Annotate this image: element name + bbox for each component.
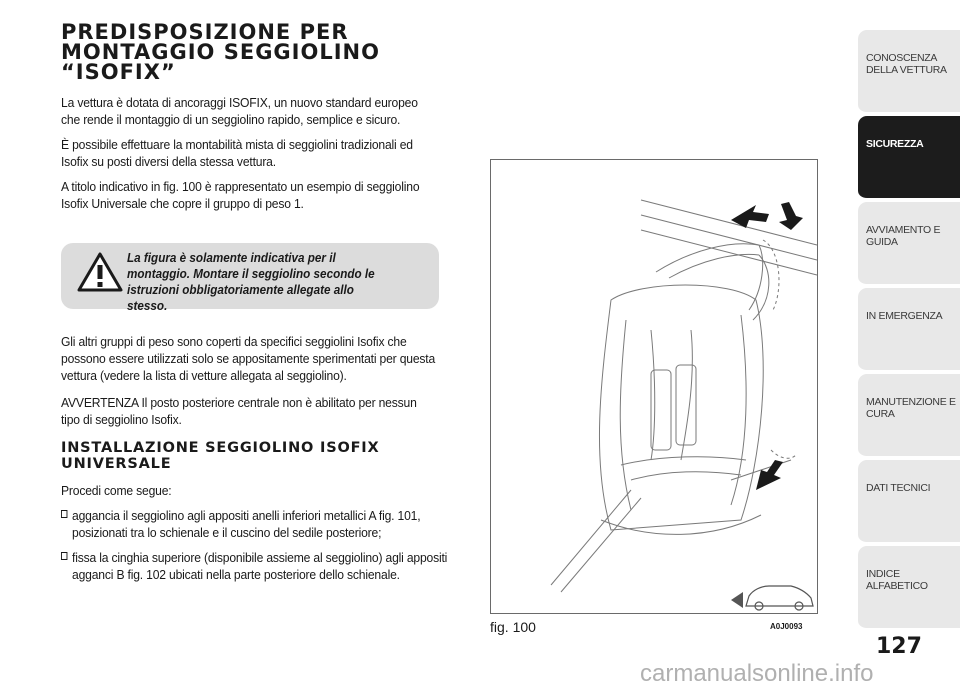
warning-triangle-icon [77,252,123,292]
list-item: fissa la cinghia superiore (disponibile … [61,549,449,583]
tab-conoscenza[interactable]: CONOSCENZA DELLA VETTURA [858,30,960,114]
paragraph: Gli altri gruppi di peso sono coperti da… [61,334,436,383]
tab-avviamento[interactable]: AVVIAMENTO E GUIDA [858,202,960,286]
checkbox-bullet-icon [61,552,68,560]
paragraph: La vettura è dotata di ancoraggi ISOFIX,… [61,95,418,127]
paragraph: A titolo indicativo in fig. 100 è rappre… [61,179,420,211]
list-item-text: fissa la cinghia superiore (disponibile … [72,550,448,582]
figure-illustration [490,159,818,614]
subsection-title: INSTALLAZIONE SEGGIOLINO ISOFIX UNIVERSA… [61,440,441,472]
child-seat-illustration [550,199,818,611]
figure-code: A0J0093 [770,622,803,631]
watermark: carmanualsonline.info [640,660,874,687]
tab-indice[interactable]: INDICE ALFABETICO [858,546,960,630]
tab-emergenza[interactable]: IN EMERGENZA [858,288,960,372]
section-title: PREDISPOSIZIONE PER MONTAGGIO SEGGIOLINO… [61,20,441,84]
tab-manutenzione[interactable]: MANUTENZIONE E CURA [858,374,960,458]
list-item: aggancia il seggiolino agli appositi ane… [61,507,449,541]
section-isofix: PREDISPOSIZIONE PER MONTAGGIO SEGGIOLINO… [61,22,441,220]
paragraph: È possibile effettuare la montabilità mi… [61,137,413,169]
list-item-text: aggancia il seggiolino agli appositi ane… [72,508,421,540]
subtitle-line: UNIVERSALE [61,456,172,472]
title-line: “ISOFIX” [61,60,176,84]
tab-sicurezza[interactable]: SICUREZZA [858,116,960,200]
warning-box: La figura è solamente indicativa per il … [61,243,439,313]
title-line: MONTAGGIO SEGGIOLINO [61,40,380,64]
title-line: PREDISPOSIZIONE PER [61,20,349,44]
tab-dati-tecnici[interactable]: DATI TECNICI [858,460,960,544]
figure-caption: fig. 100 [490,619,536,635]
page-number: 127 [876,634,922,659]
checkbox-bullet-icon [61,510,68,518]
intro: Procedi come segue: [61,483,172,498]
warning-text: La figura è solamente indicativa per il … [127,250,375,313]
section-body: Gli altri gruppi di peso sono coperti da… [61,333,447,591]
subtitle-line: INSTALLAZIONE SEGGIOLINO ISOFIX [61,440,380,456]
paragraph: AVVERTENZA Il posto posteriore centrale … [61,395,417,427]
